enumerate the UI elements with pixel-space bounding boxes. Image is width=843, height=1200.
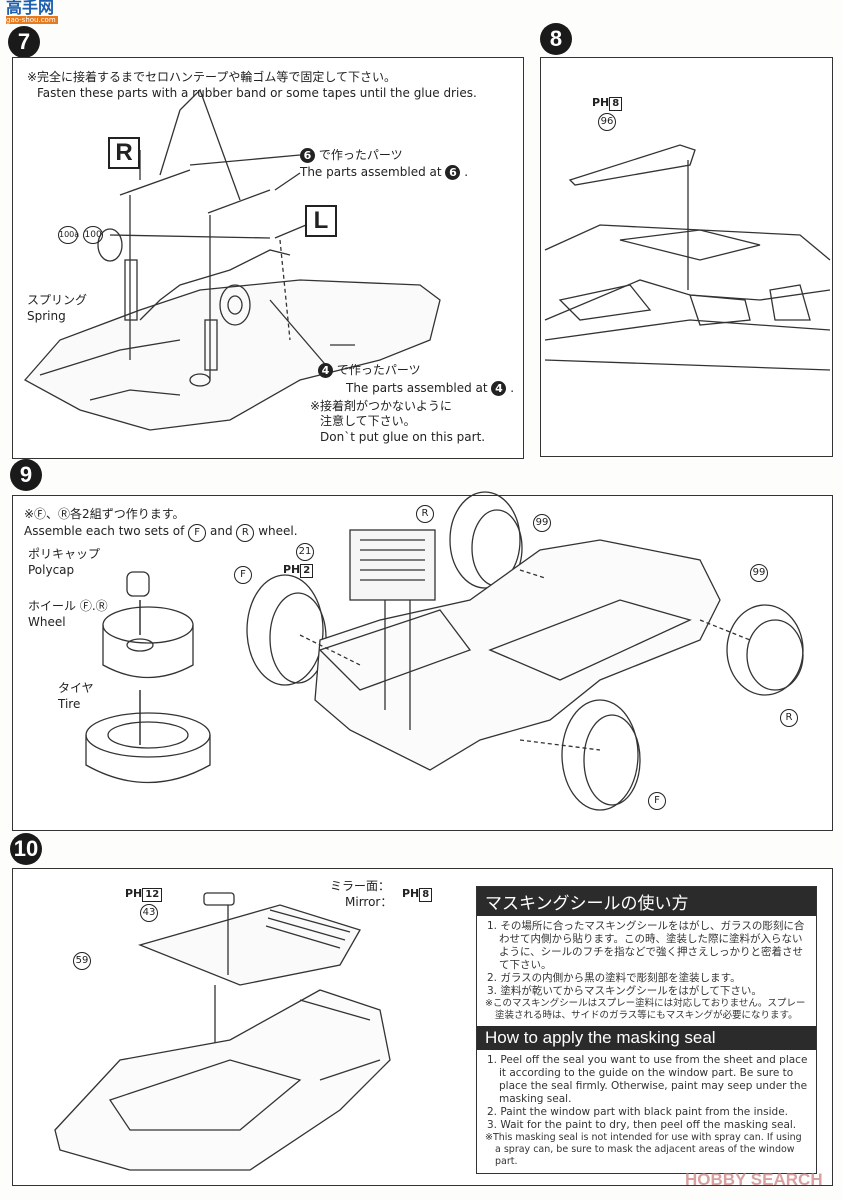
masking-title-en: How to apply the masking seal [477, 1026, 816, 1050]
part-numbers-100: 100a 100 [58, 222, 104, 244]
front-wheel-mark: F [188, 524, 207, 542]
part-100: 100 [83, 226, 104, 244]
watermark-logo: 高手网 gao-shou.com [6, 0, 68, 25]
tire-label-en: Tire [58, 697, 81, 711]
part-99-2: 99 [750, 564, 768, 582]
step-9-note-jp: ※Ⓕ、Ⓡ各2組ずつ作ります。 [24, 507, 185, 521]
tire-label-jp: タイヤ [58, 681, 94, 695]
paint-prefix: PH [402, 887, 420, 900]
paint-prefix: PH [592, 96, 610, 109]
front-wheel-label: F [234, 566, 252, 584]
mirror-face-label-en: Mirror： [345, 895, 393, 909]
step-8-number: 8 [540, 23, 572, 55]
watermark-logo-url: gao-shou.com [6, 16, 58, 24]
step-7-note-jp: ※完全に接着するまでセロハンテープや輪ゴム等で固定して下さい。 [27, 70, 396, 84]
paint-number: 8 [609, 97, 623, 111]
wheel-label-en: Wheel [28, 615, 66, 629]
masking-seal-instructions: マスキングシールの使い方 1. その場所に合ったマスキングシールをはがし、ガラス… [476, 886, 817, 1174]
hobby-search-watermark: HOBBY SEARCH [685, 1170, 823, 1189]
paint-number: 12 [142, 888, 163, 902]
step-ref-6-en: 6 [445, 165, 461, 180]
part-100a: 100a [58, 226, 79, 244]
masking-title-jp: マスキングシールの使い方 [477, 887, 816, 916]
polycap-label-en: Polycap [28, 563, 75, 577]
left-side-label: L [305, 205, 337, 237]
rear-wheel-label-2: R [780, 709, 798, 727]
paint-prefix: PH [283, 563, 301, 576]
front-wheel-label-2: F [648, 792, 666, 810]
step-ref-4: 4 [318, 363, 333, 378]
right-side-label: R [108, 137, 140, 169]
ref-step4-en: The parts assembled at 4 . [346, 381, 515, 396]
part-59: 59 [73, 952, 91, 970]
polycap-label-jp: ポリキャップ [28, 547, 101, 561]
note-en-and: and [210, 524, 233, 538]
ref-step4-jp-text: で作ったパーツ [336, 363, 421, 377]
mirror-face-label-jp: ミラー面： [330, 879, 391, 893]
ref-step4-en-text: The parts assembled at [346, 381, 488, 395]
ref-step4-jp: 4 で作ったパーツ [318, 362, 421, 378]
masking-step-jp-2: 2. ガラスの内側から黒の塗料で彫刻部を塗装します。 [487, 972, 741, 984]
masking-step-en-3: 3. Wait for the paint to dry, then peel … [487, 1119, 797, 1131]
step-9-number: 9 [10, 459, 42, 491]
paint-number: 2 [300, 564, 314, 578]
rear-wheel-label: R [416, 505, 434, 523]
ref-step6-en-text: The parts assembled at [300, 165, 442, 179]
step-9-note-en: Assemble each two sets of F and R wheel. [24, 523, 298, 542]
spring-label-jp: スプリング [27, 293, 88, 307]
rear-wheel-mark: R [236, 524, 255, 542]
masking-step-jp-1: 1. その場所に合ったマスキングシールをはがし、ガラスの彫刻に合わせて内側から貼… [487, 920, 805, 971]
masking-note-en: ※This masking seal is not intended for u… [485, 1132, 802, 1167]
step-8-panel [540, 57, 833, 457]
watermark-logo-text: 高手网 [6, 0, 55, 17]
step-ref-4-en: 4 [491, 381, 507, 396]
glue-warning-jp-2: 注意して下さい。 [320, 414, 416, 428]
part-43: 43 [140, 904, 158, 922]
glue-warning-jp-1: ※接着剤がつかないように [310, 399, 452, 413]
masking-step-en-2: 2. Paint the window part with black pain… [487, 1106, 789, 1118]
masking-step-en-1: 1. Peel off the seal you want to use fro… [487, 1054, 808, 1105]
masking-note-jp: ※このマスキングシールはスプレー塗料には対応しておりません。スプレー塗装される時… [485, 998, 806, 1021]
part-96: 96 [598, 113, 616, 131]
glue-warning-en: Don`t put glue on this part. [320, 430, 486, 444]
paint-prefix: PH [125, 887, 143, 900]
step-10-number: 10 [10, 833, 42, 865]
step-7-number: 7 [8, 26, 40, 58]
step-9-panel [12, 495, 833, 831]
step-7-note-en: Fasten these parts with a rubber band or… [37, 86, 477, 100]
paint-number: 8 [419, 888, 433, 902]
note-en-a: Assemble each two sets of [24, 524, 185, 538]
ref-step6-jp: 6 で作ったパーツ [300, 147, 403, 163]
ref-step6-en: The parts assembled at 6 . [300, 165, 469, 180]
wheel-label-jp: ホイール Ⓕ.Ⓡ [28, 599, 108, 613]
ref-step6-jp-text: で作ったパーツ [318, 148, 403, 162]
spring-label-en: Spring [27, 309, 66, 323]
note-en-b: wheel. [258, 524, 298, 538]
step-ref-6: 6 [300, 148, 315, 163]
part-99: 99 [533, 514, 551, 532]
part-21: 21 [296, 543, 314, 561]
masking-step-jp-3: 3. 塗料が乾いてからマスキングシールをはがして下さい。 [487, 985, 762, 997]
